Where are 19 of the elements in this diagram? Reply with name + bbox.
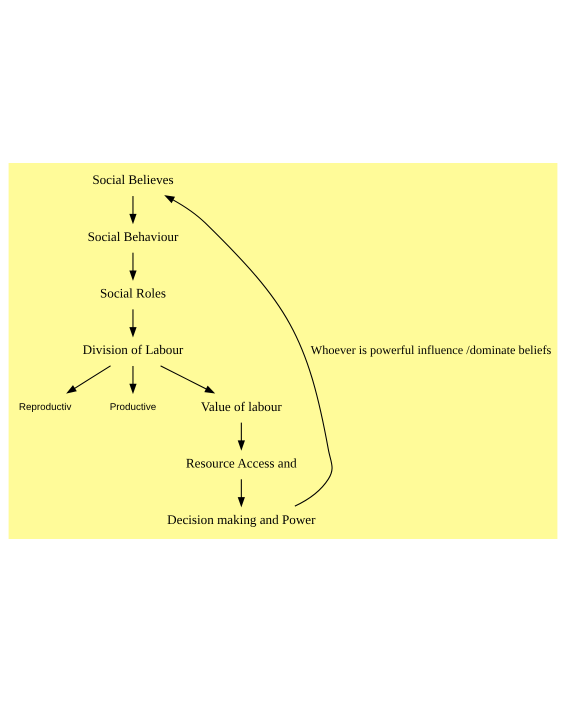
node-text: Social Believes (92, 172, 174, 188)
arrow (66, 365, 111, 394)
arrow (160, 365, 216, 394)
node-text: Division of Labour (82, 342, 184, 358)
node-text: Value of labour (200, 398, 282, 414)
arrow (129, 309, 137, 338)
arrow (129, 196, 137, 224)
node-text: Reproductiv (18, 402, 72, 414)
arrow (164, 195, 333, 507)
arrow (129, 252, 137, 281)
arrow (129, 366, 137, 394)
arrow (238, 422, 245, 451)
node-text: Decision making and Power (167, 512, 316, 528)
node-text: Social Behaviour (88, 228, 178, 244)
edge-label: Whoever is powerful influence /dominate beliefs (310, 342, 552, 357)
node-text: Social Roles (100, 285, 166, 300)
arrow (238, 479, 245, 508)
node-text: Productive (110, 402, 156, 414)
node-text: Resource Access and (186, 455, 297, 470)
